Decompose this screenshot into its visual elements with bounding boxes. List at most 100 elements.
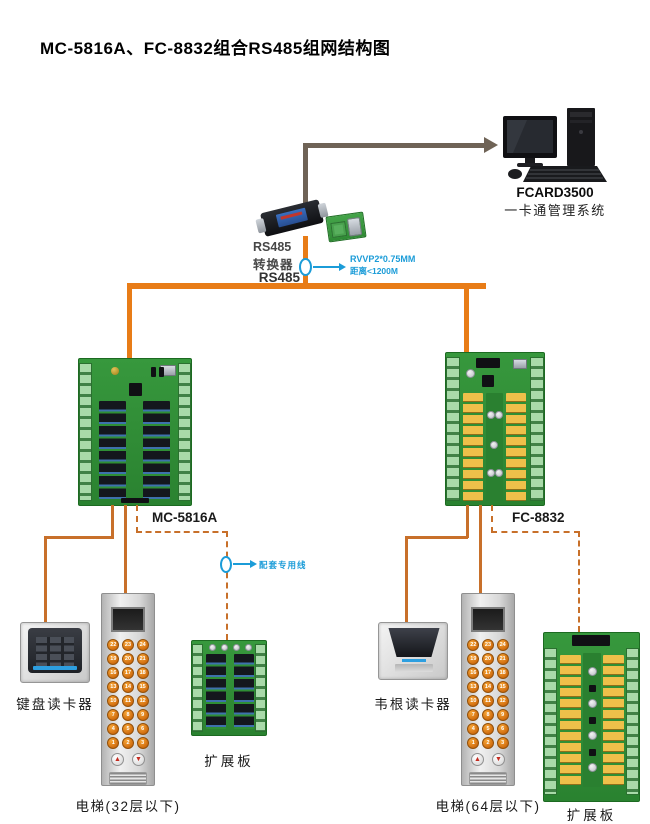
terminal-strip <box>79 363 92 501</box>
floor-button: 17 <box>481 667 494 680</box>
mc-to-expansion-dashed-h <box>136 531 228 533</box>
elevator-up-button: ▲ <box>111 753 124 767</box>
reader-head <box>388 628 440 657</box>
floor-button: 20 <box>121 653 134 666</box>
rs485-converter-device <box>255 199 329 237</box>
fc-to-reader-line-v2 <box>405 536 408 622</box>
relay-column <box>99 401 126 499</box>
bus-label: RS485 <box>258 270 300 285</box>
elevator-direction-buttons: ▲ ▼ <box>111 753 145 767</box>
floor-button: 7 <box>467 709 480 722</box>
floor-button: 6 <box>136 723 149 736</box>
pcb-component <box>209 644 216 651</box>
relay-column <box>463 393 483 501</box>
elevator-down-button: ▼ <box>492 753 505 767</box>
reader-keypad <box>36 637 74 669</box>
floor-button: 21 <box>496 653 509 666</box>
relay-column <box>143 401 170 499</box>
terminal-strip <box>255 644 266 732</box>
floor-button: 2 <box>121 737 134 750</box>
floor-button: 24 <box>496 639 509 652</box>
pcb-component <box>589 685 596 692</box>
floor-button: 6 <box>496 723 509 736</box>
floor-button: 3 <box>136 737 149 750</box>
pcb-connector <box>121 498 149 503</box>
pcb-connector <box>572 635 610 646</box>
elevator-down-button: ▼ <box>132 753 145 767</box>
converter-label-line2: 转换器 <box>253 258 294 272</box>
pcb-component <box>245 644 252 651</box>
pcb-component <box>151 367 156 377</box>
floor-button: 10 <box>467 695 480 708</box>
elevator-speaker-grille <box>109 772 147 785</box>
expansion-label-right: 扩展板 <box>566 808 617 823</box>
floor-button: 22 <box>107 639 120 652</box>
expansion-label-left: 扩展板 <box>204 754 254 769</box>
reader-indicator-bar <box>33 666 77 670</box>
arrow-head-icon <box>484 137 498 153</box>
floor-button: 13 <box>107 681 120 694</box>
mc-to-reader-line-v2 <box>44 536 47 622</box>
floor-button: 12 <box>496 695 509 708</box>
pcb-component <box>589 717 596 724</box>
converter-db9-left <box>255 217 267 234</box>
relay-column <box>603 655 624 785</box>
pcb-component <box>111 367 119 375</box>
elevator-direction-buttons: ▲ ▼ <box>471 753 505 767</box>
pcb-component <box>233 644 240 651</box>
pcb-usb-port <box>513 359 527 369</box>
floor-button: 16 <box>467 667 480 680</box>
terminal-strip <box>446 357 460 501</box>
floor-button: 24 <box>136 639 149 652</box>
mc-to-expansion-dashed-v2 <box>226 531 228 640</box>
controller-board-mc5816a <box>78 358 192 506</box>
floor-button: 19 <box>107 653 120 666</box>
pcb-component <box>466 369 475 378</box>
fc-to-expansion-dashed-h <box>491 531 580 533</box>
relay-column <box>234 654 254 729</box>
pcb-component <box>495 411 503 419</box>
fc-to-reader-line-v1 <box>466 505 469 538</box>
pcb-component <box>487 411 495 419</box>
elevator-display <box>471 607 505 633</box>
bus-cable-spec: RVVP2*0.75MM <box>350 254 416 264</box>
floor-button: 3 <box>496 737 509 750</box>
floor-button: 1 <box>467 737 480 750</box>
keyboard-reader-device <box>20 622 90 683</box>
dedicated-cable-arrow-icon <box>250 560 257 568</box>
floor-button: 23 <box>121 639 134 652</box>
dedicated-cable-note: 配套专用线 <box>259 560 307 570</box>
relay-column <box>506 393 526 501</box>
bus-right-drop-line <box>464 283 469 353</box>
pc-label-name: FCARD3500 <box>516 185 594 200</box>
converter-sticker-red-mark <box>280 211 303 220</box>
terminal-strip <box>178 363 191 501</box>
floor-button: 1 <box>107 737 120 750</box>
pcb-component <box>487 469 495 477</box>
elevator-speaker-grille <box>469 772 507 785</box>
floor-button: 18 <box>496 667 509 680</box>
expansion-board-left <box>191 640 267 736</box>
fc-to-expansion-dashed-v2 <box>578 531 580 632</box>
pcb-component <box>495 469 503 477</box>
terminal-strip <box>530 357 544 501</box>
rs485-terminal-adapter <box>325 211 367 243</box>
floor-button: 22 <box>467 639 480 652</box>
fc-to-elevator-line <box>479 505 482 593</box>
elevator-label-right: 电梯(64层以下) <box>435 799 541 814</box>
cable-callout-arrow-icon <box>339 263 346 271</box>
relay-column <box>206 654 226 729</box>
elevator-label-left: 电梯(32层以下) <box>75 799 181 814</box>
elevator-display <box>111 607 145 633</box>
floor-button: 5 <box>481 723 494 736</box>
pcb-component <box>588 731 597 740</box>
floor-button: 18 <box>136 667 149 680</box>
pcb-component <box>588 667 597 676</box>
dedicated-cable-line <box>233 563 252 565</box>
reader-base <box>395 664 433 672</box>
floor-button: 20 <box>481 653 494 666</box>
